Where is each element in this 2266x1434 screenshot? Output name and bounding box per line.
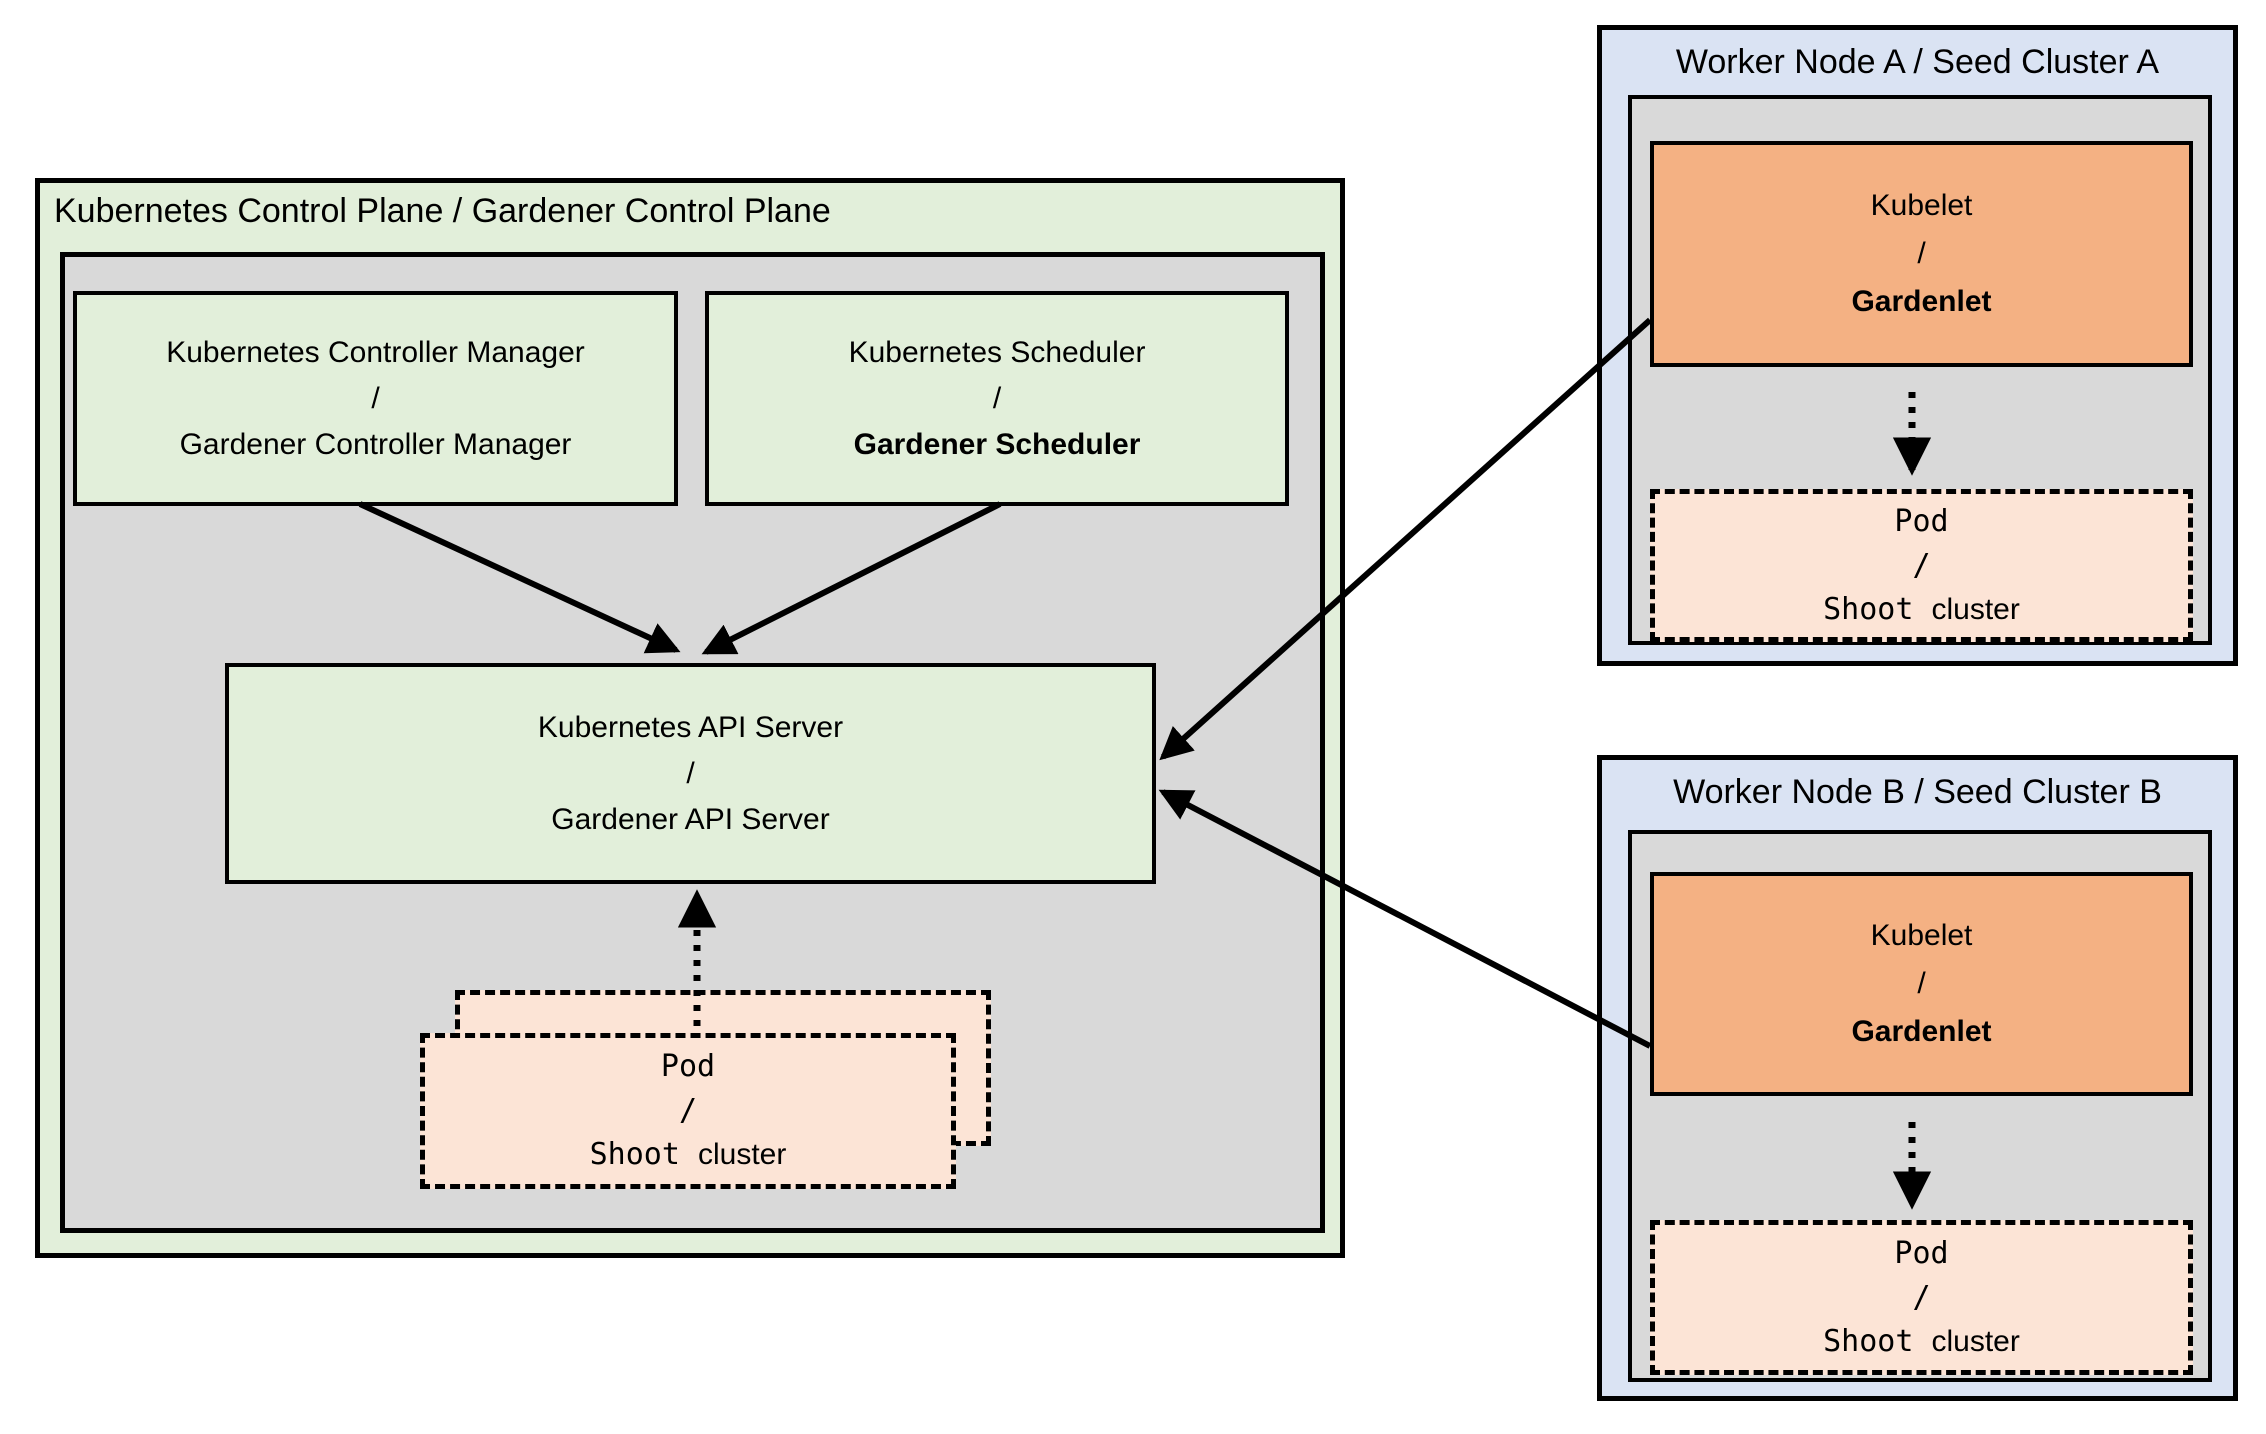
pod-cluster-word: cluster xyxy=(698,1138,787,1171)
pod-shoot-cluster-box: Pod / Shoot cluster xyxy=(420,1033,956,1189)
controller-manager-line1: Kubernetes Controller Manager xyxy=(166,335,585,369)
control-plane-title: Kubernetes Control Plane / Gardener Cont… xyxy=(54,192,831,230)
pod-a-shoot-word: Shoot xyxy=(1823,591,1914,627)
pod-shoot-cluster-box-b: Pod / Shoot cluster xyxy=(1650,1220,2193,1375)
scheduler-separator: / xyxy=(992,381,1002,415)
control-plane-box: Kubernetes Control Plane / Gardener Cont… xyxy=(35,178,1345,1258)
pod-b-line2: Shoot cluster xyxy=(1823,1320,2020,1364)
worker-node-b-box: Worker Node B / Seed Cluster B Kubelet /… xyxy=(1597,755,2238,1401)
worker-node-b-inner-box: Kubelet / Gardenlet Pod / Shoot cluster xyxy=(1628,830,2212,1382)
pod-separator: / xyxy=(678,1093,698,1128)
api-server-separator: / xyxy=(686,756,695,790)
api-server-box: Kubernetes API Server / Gardener API Ser… xyxy=(225,663,1156,884)
control-plane-inner-box: Kubernetes Controller Manager / Gardener… xyxy=(60,252,1325,1233)
api-server-line1: Kubernetes API Server xyxy=(537,710,844,744)
pod-a-cluster-word: cluster xyxy=(1931,592,2020,626)
scheduler-line1: Kubernetes Scheduler xyxy=(848,335,1146,369)
pod-b-separator: / xyxy=(1912,1279,1931,1315)
scheduler-line2: Gardener Scheduler xyxy=(853,427,1141,461)
pod-a-line1: Pod xyxy=(1894,503,1949,539)
worker-node-b-title: Worker Node B / Seed Cluster B xyxy=(1673,773,2162,811)
pod-line2: Shoot cluster xyxy=(590,1133,787,1177)
pod-line1: Pod xyxy=(660,1049,716,1084)
controller-manager-line2: Gardener Controller Manager xyxy=(179,427,572,461)
api-server-line2: Gardener API Server xyxy=(551,802,830,836)
pod-b-shoot-word: Shoot xyxy=(1823,1323,1914,1359)
pod-shoot-cluster-box-a: Pod / Shoot cluster xyxy=(1650,489,2193,642)
kubelet-a-line2: Gardenlet xyxy=(1851,285,1992,318)
kubelet-b-separator: / xyxy=(1917,967,1926,1000)
worker-node-a-inner-box: Kubelet / Gardenlet Pod / Shoot cluster xyxy=(1628,95,2212,645)
controller-manager-box: Kubernetes Controller Manager / Gardener… xyxy=(73,291,678,506)
kubelet-gardenlet-box-b: Kubelet / Gardenlet xyxy=(1650,872,2193,1096)
kubelet-b-line1: Kubelet xyxy=(1870,919,1973,952)
pod-b-cluster-word: cluster xyxy=(1931,1324,2020,1358)
kubelet-b-line2: Gardenlet xyxy=(1851,1015,1992,1048)
worker-node-a-title: Worker Node A / Seed Cluster A xyxy=(1675,43,2160,81)
controller-manager-separator: / xyxy=(371,381,380,415)
pod-b-line1: Pod xyxy=(1894,1235,1949,1271)
scheduler-box: Kubernetes Scheduler / Gardener Schedule… xyxy=(705,291,1289,506)
pod-a-line2: Shoot cluster xyxy=(1823,588,2020,632)
pod-a-separator: / xyxy=(1912,547,1931,583)
pod-shoot-word: Shoot xyxy=(589,1137,680,1172)
worker-node-a-box: Worker Node A / Seed Cluster A Kubelet /… xyxy=(1597,25,2238,666)
kubelet-a-separator: / xyxy=(1917,237,1926,270)
kubelet-gardenlet-box-a: Kubelet / Gardenlet xyxy=(1650,141,2193,367)
kubelet-a-line1: Kubelet xyxy=(1870,189,1973,222)
